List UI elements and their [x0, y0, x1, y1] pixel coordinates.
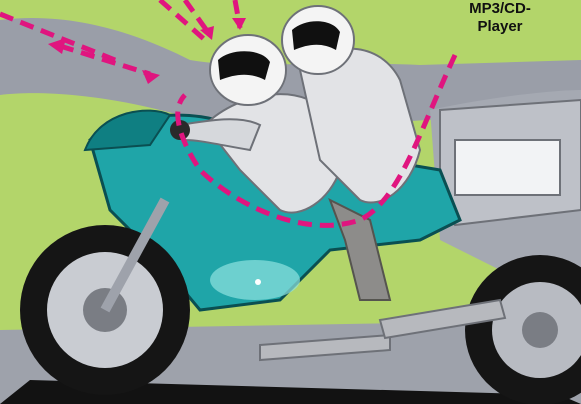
mp3-cd-player-label: MP3/CD- Player [440, 0, 560, 36]
top-case-icon [440, 100, 581, 225]
tank-highlight [210, 260, 300, 300]
